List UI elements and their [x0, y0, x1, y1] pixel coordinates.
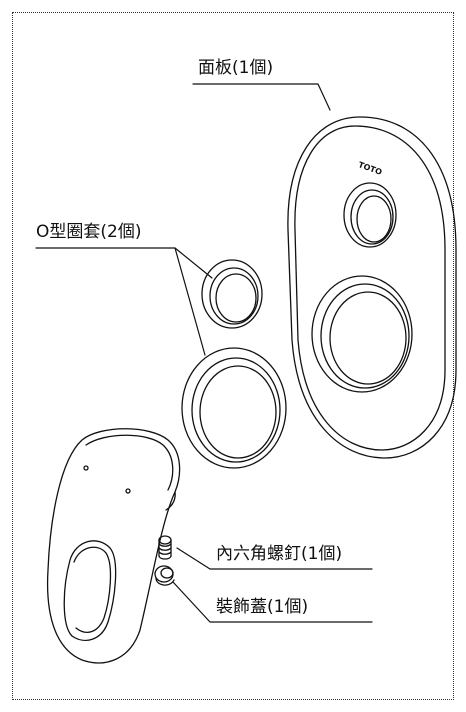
- brand-logo: TOTO: [357, 160, 383, 177]
- faceplate-label: 面板(1個): [198, 58, 274, 78]
- small-o-ring-part: [201, 259, 263, 329]
- cap-leader: [172, 581, 373, 623]
- leader-lines: [35, 83, 373, 623]
- decorative-cap-label: 裝飾蓋(1個): [216, 597, 309, 617]
- oring-leader-large: [174, 247, 206, 356]
- faceplate-part: [287, 116, 457, 459]
- hex-screw-label: 內六角螺釘(1個): [216, 544, 343, 564]
- o-ring-label: O型圈套(2個): [36, 222, 142, 242]
- decorative-cap-part: [154, 565, 175, 586]
- handle-part: [46, 428, 181, 664]
- faceplate-leader: [192, 83, 331, 111]
- oring-leader-small: [35, 247, 213, 279]
- diagram-frame: [12, 12, 454, 700]
- large-o-ring-part: [181, 347, 287, 469]
- screw-leader: [176, 547, 373, 570]
- hex-screw-part: [158, 535, 172, 560]
